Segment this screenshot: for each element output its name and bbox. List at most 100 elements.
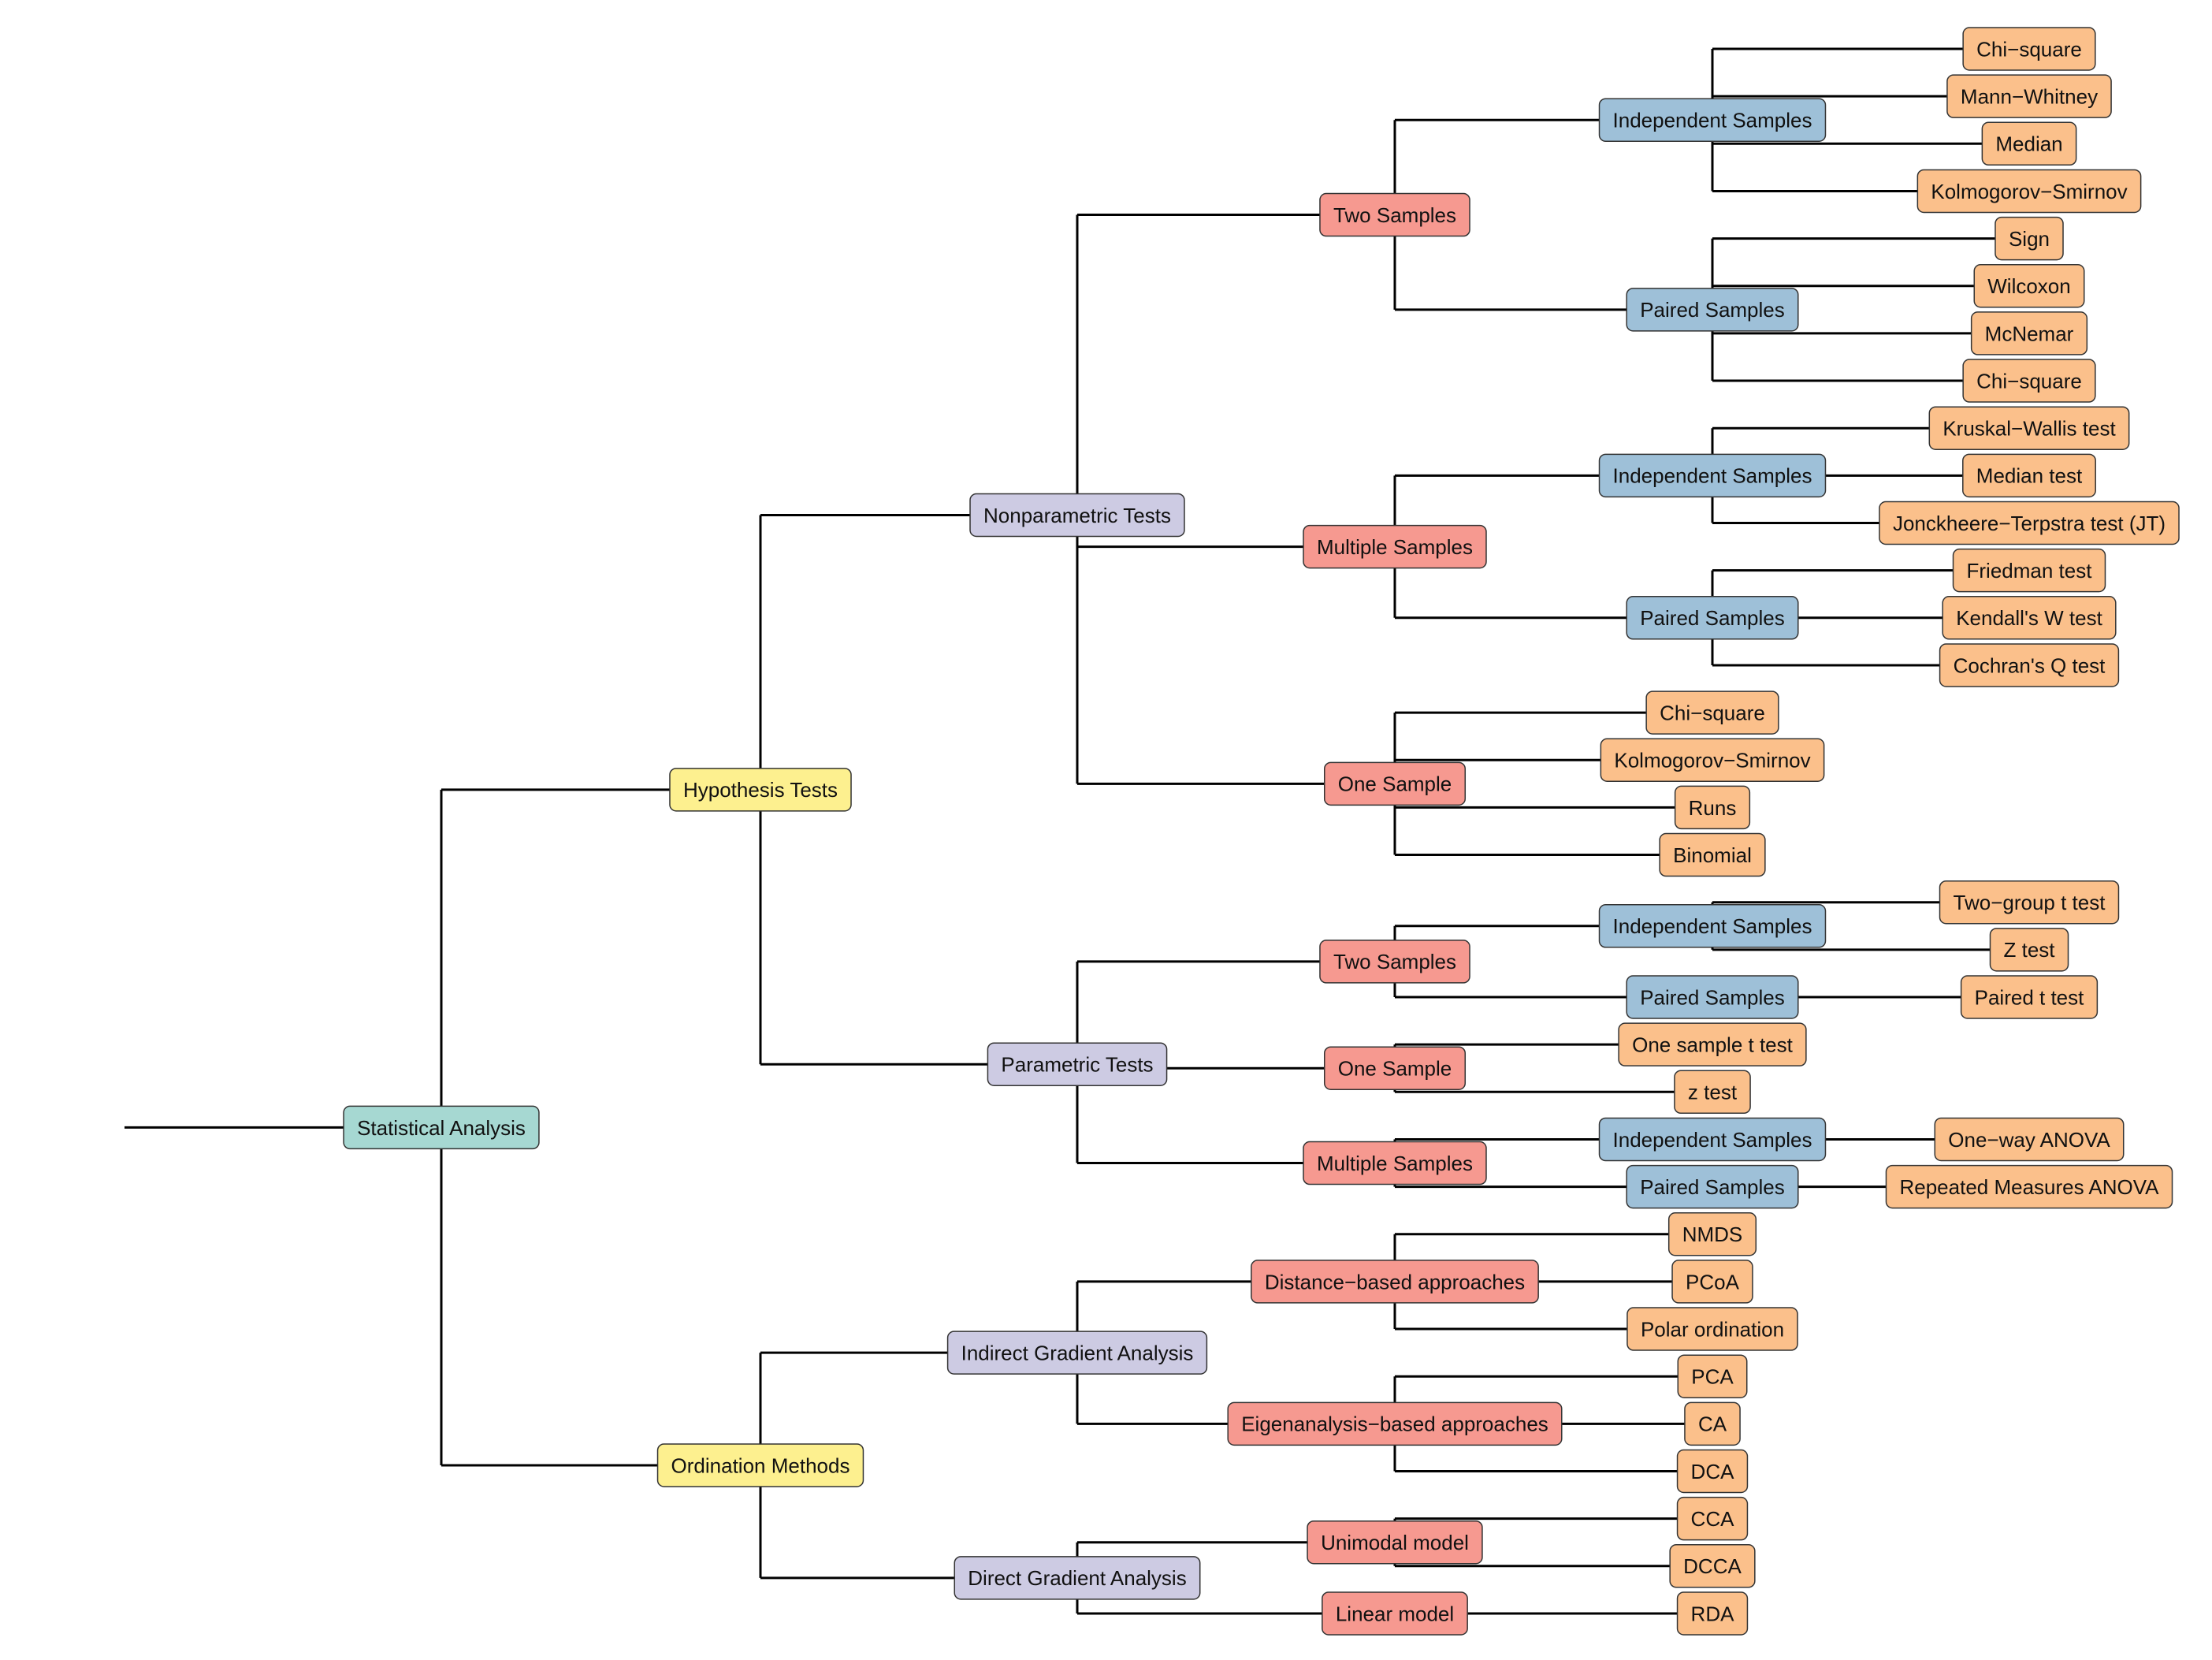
node-label: Indirect Gradient Analysis xyxy=(961,1341,1194,1364)
node-label: DCCA xyxy=(1683,1554,1742,1578)
node-label: Friedman test xyxy=(1967,559,2093,582)
node-rda: RDA xyxy=(1676,1591,1749,1636)
node-label: Two−group t test xyxy=(1954,891,2106,914)
node-label: Chi−square xyxy=(1976,37,2082,61)
node-two-group-t-test: Two−group t test xyxy=(1939,880,2120,925)
node-label: Statistical Analysis xyxy=(357,1116,526,1140)
node-label: Median xyxy=(1995,132,2062,156)
node-box xyxy=(1962,453,2096,498)
node-paired-t-test: Paired t test xyxy=(1960,975,2099,1019)
node-box xyxy=(1598,98,1827,142)
node-box xyxy=(1952,548,2106,593)
node-pcoa: PCoA xyxy=(1671,1260,1753,1304)
node-wilcoxon: Wilcoxon xyxy=(1973,264,2085,308)
node-multiple-samples: Multiple Samples xyxy=(1303,524,1487,569)
node-mcnemar: McNemar xyxy=(1970,311,2088,355)
node-box xyxy=(1970,311,2088,355)
node-box xyxy=(987,1042,1168,1086)
node-median: Median xyxy=(1981,121,2077,166)
node-label: Cochran's Q test xyxy=(1954,653,2106,677)
node-paired-samples: Paired Samples xyxy=(1626,1164,1799,1209)
node-kendall-s-w-test: Kendall's W test xyxy=(1942,596,2117,640)
node-box xyxy=(1227,1401,1563,1446)
node-box xyxy=(1323,1046,1467,1090)
node-box xyxy=(1981,121,2077,166)
node-nmds: NMDS xyxy=(1667,1212,1757,1256)
node-dcca: DCCA xyxy=(1669,1544,1756,1588)
node-label: One Sample xyxy=(1338,772,1452,796)
node-label: Sign xyxy=(2009,227,2050,251)
node-unimodal-model: Unimodal model xyxy=(1307,1520,1483,1565)
node-cochran-s-q-test: Cochran's Q test xyxy=(1939,643,2120,687)
node-box xyxy=(1885,1164,2173,1209)
node-box xyxy=(1676,1449,1749,1494)
node-label: Independent Samples xyxy=(1613,914,1812,938)
node-box xyxy=(1600,738,1825,782)
node-distance-based-approaches: Distance−based approaches xyxy=(1251,1260,1539,1304)
node-label: Kruskal−Wallis test xyxy=(1942,417,2116,441)
node-polar-ordination: Polar ordination xyxy=(1626,1307,1798,1351)
node-independent-samples: Independent Samples xyxy=(1598,1117,1827,1162)
node-box xyxy=(954,1556,1201,1600)
node-independent-samples: Independent Samples xyxy=(1598,904,1827,948)
node-label: z test xyxy=(1688,1081,1738,1104)
node-label: Z test xyxy=(2003,938,2055,962)
node-box xyxy=(1942,596,2117,640)
node-pca: PCA xyxy=(1677,1354,1748,1398)
node-label: Kolmogorov−Smirnov xyxy=(1614,749,1810,772)
node-jonckheere-terpstra-test-jt: Jonckheere−Terpstra test (JT) xyxy=(1879,501,2180,545)
node-label: Repeated Measures ANOVA xyxy=(1899,1175,2159,1199)
node-label: Parametric Tests xyxy=(1001,1053,1153,1077)
node-label: Wilcoxon xyxy=(1987,274,2070,298)
node-box xyxy=(1962,359,2096,403)
node-label: Polar ordination xyxy=(1641,1317,1784,1341)
node-label: Chi−square xyxy=(1976,369,2082,393)
node-box xyxy=(1598,904,1827,948)
node-z-test: Z test xyxy=(1989,928,2069,972)
node-box xyxy=(669,768,852,812)
node-independent-samples: Independent Samples xyxy=(1598,453,1827,498)
node-box xyxy=(1676,1591,1749,1636)
node-label: PCA xyxy=(1691,1365,1734,1389)
node-paired-samples: Paired Samples xyxy=(1626,975,1799,1019)
node-label: Chi−square xyxy=(1660,701,1765,724)
node-label: Hypothesis Tests xyxy=(683,778,838,802)
node-indirect-gradient-analysis: Indirect Gradient Analysis xyxy=(946,1331,1208,1375)
node-label: One sample t test xyxy=(1632,1033,1794,1057)
node-box xyxy=(1669,1544,1756,1588)
node-label: Two Samples xyxy=(1333,950,1456,973)
node-box xyxy=(1307,1520,1483,1565)
node-label: One−way ANOVA xyxy=(1948,1128,2110,1152)
node-label: CCA xyxy=(1691,1507,1735,1531)
node-one-sample: One Sample xyxy=(1323,761,1467,806)
node-box xyxy=(1322,1591,1468,1636)
node-kruskal-wallis-test: Kruskal−Wallis test xyxy=(1928,406,2130,450)
node-label: Direct Gradient Analysis xyxy=(968,1566,1186,1590)
node-label: NMDS xyxy=(1682,1223,1743,1246)
node-box xyxy=(1319,940,1470,984)
node-paired-samples: Paired Samples xyxy=(1626,288,1799,332)
node-label: Paired Samples xyxy=(1640,606,1785,630)
node-label: Median test xyxy=(1976,464,2083,488)
node-label: Paired Samples xyxy=(1640,298,1785,322)
node-label: PCoA xyxy=(1686,1270,1740,1293)
node-sign: Sign xyxy=(1995,216,2064,261)
node-chi-square: Chi−square xyxy=(1645,690,1779,735)
node-kolmogorov-smirnov: Kolmogorov−Smirnov xyxy=(1916,169,2142,214)
node-box xyxy=(946,1331,1208,1375)
node-box xyxy=(1677,1354,1748,1398)
node-mann-whitney: Mann−Whitney xyxy=(1946,74,2112,118)
node-label: DCA xyxy=(1691,1460,1735,1483)
node-box xyxy=(969,493,1185,538)
node-label: Distance−based approaches xyxy=(1265,1270,1525,1293)
node-hypothesis-tests: Hypothesis Tests xyxy=(669,768,852,812)
node-label: Unimodal model xyxy=(1321,1531,1469,1554)
node-box xyxy=(1319,192,1470,237)
node-paired-samples: Paired Samples xyxy=(1626,596,1799,640)
node-nonparametric-tests: Nonparametric Tests xyxy=(969,493,1185,538)
node-eigenanalysis-based-approaches: Eigenanalysis−based approaches xyxy=(1227,1401,1563,1446)
node-label: Paired Samples xyxy=(1640,1175,1785,1199)
node-label: Kolmogorov−Smirnov xyxy=(1931,180,2127,203)
node-label: Paired t test xyxy=(1975,985,2085,1009)
node-label: Multiple Samples xyxy=(1317,1152,1473,1175)
